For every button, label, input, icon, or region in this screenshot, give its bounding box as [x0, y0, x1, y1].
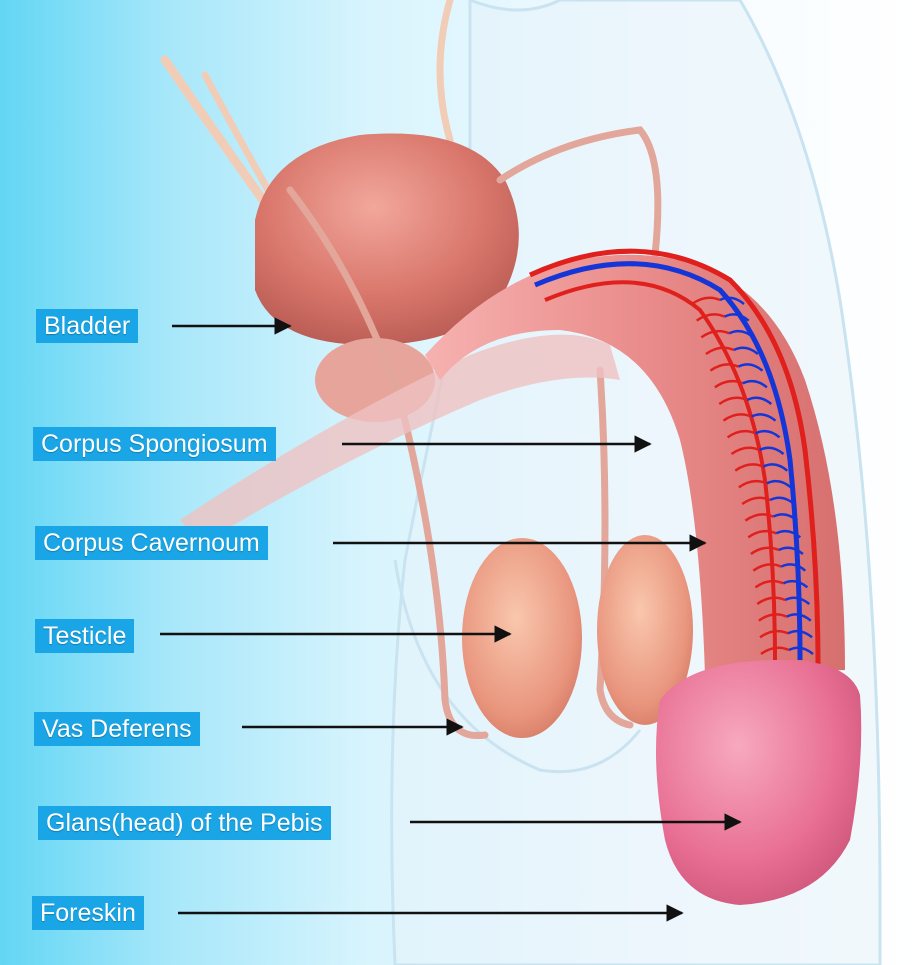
label-bladder: Bladder [36, 309, 138, 343]
label-vas-deferens: Vas Deferens [34, 712, 200, 746]
label-corpus-spongiosum: Corpus Spongiosum [33, 427, 276, 461]
label-testicle: Testicle [35, 619, 134, 653]
label-corpus-cavernoum: Corpus Cavernoum [35, 526, 268, 560]
label-glans: Glans(head) of the Pebis [38, 806, 331, 840]
label-foreskin: Foreskin [32, 896, 144, 930]
